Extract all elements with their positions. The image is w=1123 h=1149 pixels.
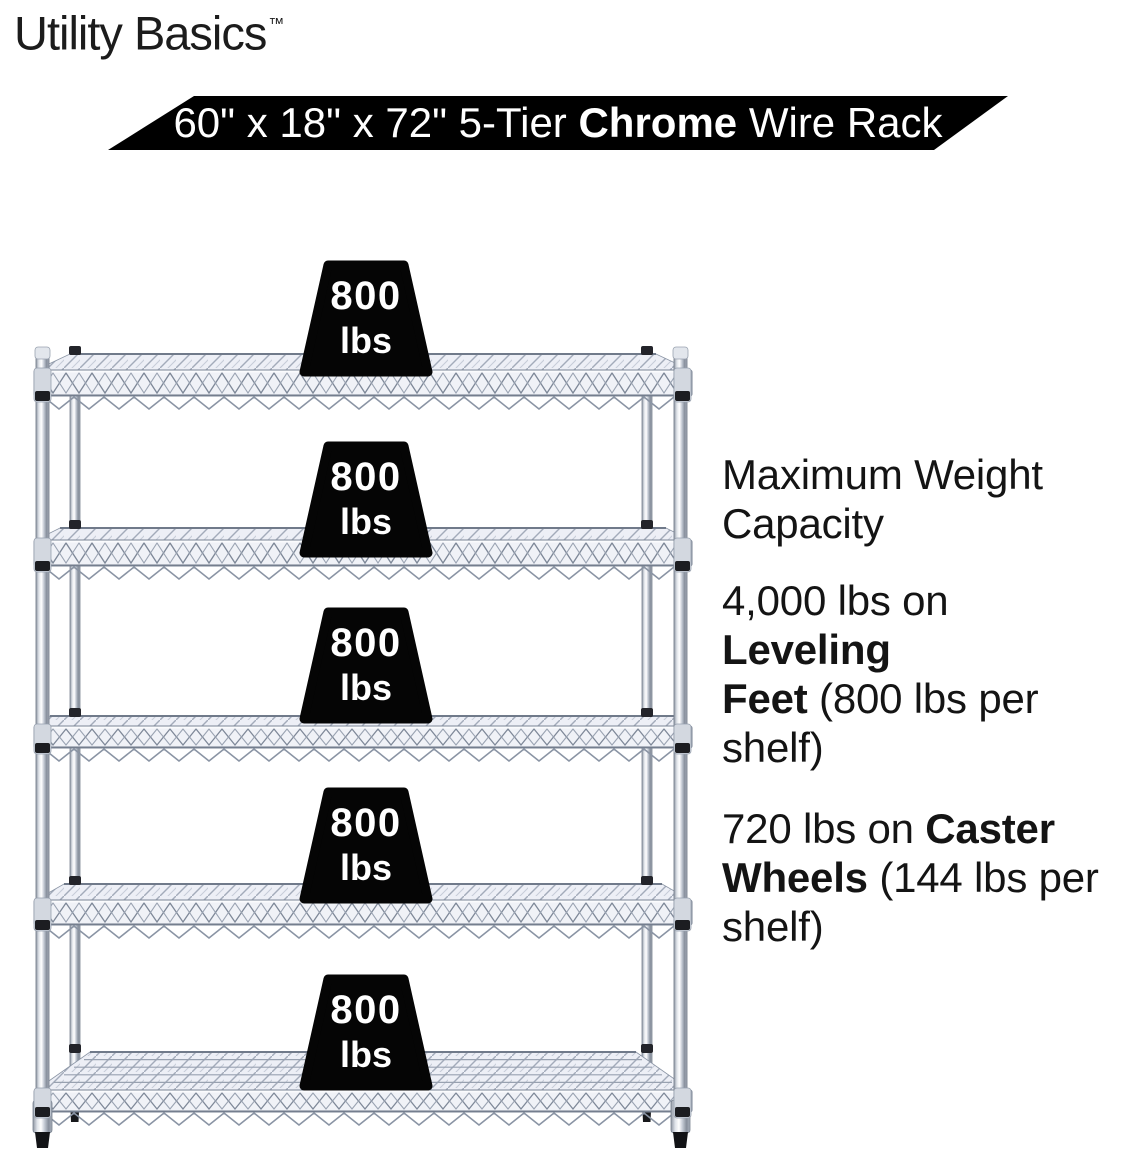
collar bbox=[69, 708, 81, 717]
collar bbox=[641, 346, 653, 355]
heading-line-2: Capacity bbox=[722, 500, 884, 547]
weight-value-label: 800 bbox=[330, 621, 401, 665]
product-title-banner: 60" x 18" x 72" 5-Tier Chrome Wire Rack bbox=[108, 96, 1008, 150]
banner-text-suffix: Wire Rack bbox=[737, 99, 943, 146]
brand-name: Utility Basics bbox=[14, 6, 267, 60]
under-shelf-wire bbox=[43, 1111, 685, 1127]
trademark-symbol: ™ bbox=[268, 16, 285, 33]
weight-unit-label: lbs bbox=[340, 320, 392, 361]
collar bbox=[69, 1044, 81, 1053]
collar bbox=[641, 876, 653, 885]
collar bbox=[675, 920, 690, 930]
collar bbox=[69, 520, 81, 529]
under-shelf-wire bbox=[43, 395, 685, 411]
caster-text: 720 lbs on bbox=[722, 805, 926, 852]
caster-bold-1: Caster bbox=[925, 805, 1055, 852]
banner-text-prefix: 60" x 18" x 72" 5-Tier bbox=[173, 99, 579, 146]
post-top-cap bbox=[672, 346, 689, 360]
collar bbox=[675, 1107, 690, 1117]
weight-shape bbox=[299, 607, 433, 724]
leveling-text-2: (800 lbs per bbox=[807, 675, 1039, 722]
collar bbox=[35, 561, 50, 571]
front-post-collars bbox=[33, 367, 692, 1119]
under-shelf-wire bbox=[43, 565, 685, 581]
post-top-cap bbox=[34, 346, 51, 360]
weight-shape bbox=[299, 441, 433, 558]
weight-value-label: 800 bbox=[330, 801, 401, 845]
caster-bold-2: Wheels bbox=[722, 854, 868, 901]
collar bbox=[35, 743, 50, 753]
specs-panel: Maximum Weight Capacity 4,000 lbs on Lev… bbox=[722, 450, 1123, 983]
leveling-text: 4,000 lbs on bbox=[722, 577, 949, 624]
under-shelf-wire bbox=[43, 924, 685, 940]
shelf-1 bbox=[33, 353, 693, 411]
banner-text-highlight: Chrome bbox=[578, 99, 738, 146]
collar bbox=[675, 743, 690, 753]
collar bbox=[675, 391, 690, 401]
weight-shape bbox=[299, 787, 433, 904]
collar bbox=[641, 520, 653, 529]
weight-value-label: 800 bbox=[330, 988, 401, 1032]
under-shelf-wire bbox=[43, 747, 685, 763]
collar bbox=[69, 346, 81, 355]
weight-unit-label: lbs bbox=[340, 667, 392, 708]
weight-unit-label: lbs bbox=[340, 1034, 392, 1075]
collar bbox=[641, 708, 653, 717]
collar bbox=[641, 1044, 653, 1053]
max-weight-heading: Maximum Weight Capacity bbox=[722, 450, 1123, 548]
leveling-bold-1: Leveling bbox=[722, 626, 891, 673]
collar bbox=[35, 920, 50, 930]
weight-unit-label: lbs bbox=[340, 847, 392, 888]
shelf-front-band bbox=[33, 899, 693, 926]
weight-unit-label: lbs bbox=[340, 501, 392, 542]
weight-value-label: 800 bbox=[330, 274, 401, 318]
leveling-bold-2: Feet bbox=[722, 675, 808, 722]
collar bbox=[675, 561, 690, 571]
caster-text-3: shelf) bbox=[722, 903, 824, 950]
weight-value-label: 800 bbox=[330, 455, 401, 499]
back-post-collars bbox=[69, 346, 653, 1053]
heading-line-1: Maximum Weight bbox=[722, 451, 1043, 498]
collar bbox=[69, 876, 81, 885]
collar bbox=[35, 391, 50, 401]
caster-text-2: (144 lbs per bbox=[867, 854, 1099, 901]
weight-shape bbox=[299, 260, 433, 377]
weight-shape bbox=[299, 974, 433, 1091]
leveling-text-3: shelf) bbox=[722, 724, 824, 771]
collar bbox=[35, 1107, 50, 1117]
